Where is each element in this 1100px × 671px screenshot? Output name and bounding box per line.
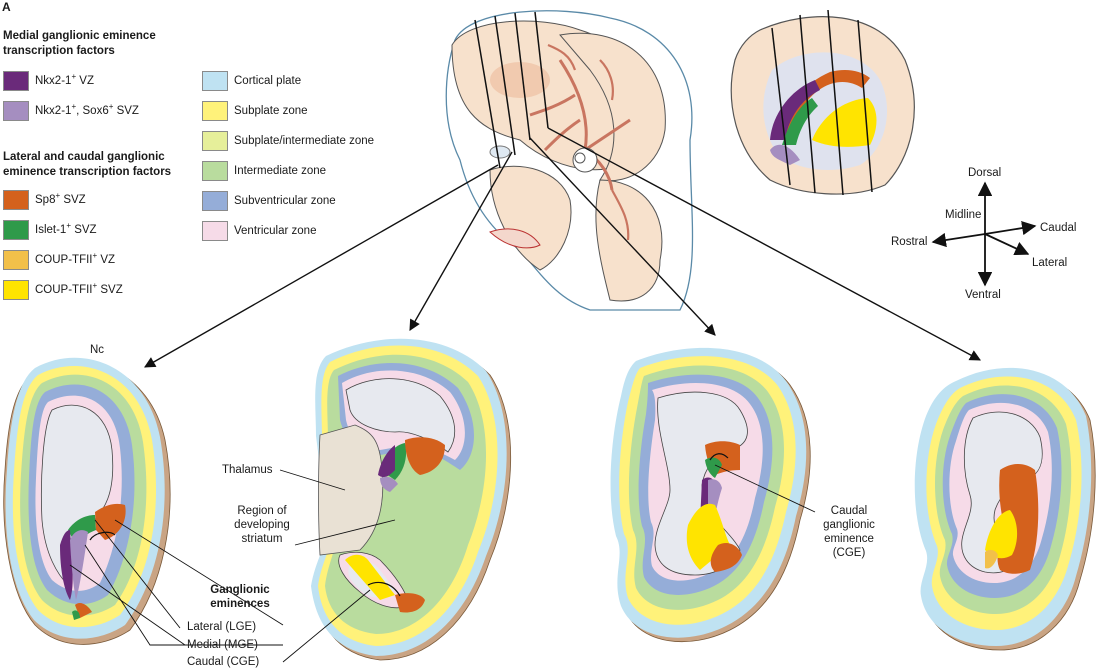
legend-label-cortical: Cortical plate [234, 75, 302, 87]
legend-swatch-subplate_int [202, 131, 228, 151]
legend-label-islet: Islet-1+ SVZ [35, 221, 97, 236]
legend-swatch-svz [202, 191, 228, 211]
lge-cge-legend-header: Lateral and caudal ganglionic eminence t… [3, 151, 172, 178]
legend-label-subplate: Subplate zone [234, 105, 308, 117]
label-thalamus: Thalamus [222, 464, 273, 476]
mge-legend-header: Medial ganglionic eminence transcription… [3, 30, 156, 57]
legend-label-vz: Ventricular zone [234, 225, 317, 237]
legend-swatch-islet [3, 220, 29, 240]
embryo-illustration [445, 10, 694, 311]
legend-swatch-cortical [202, 71, 228, 91]
legend-swatch-intermediate [202, 161, 228, 181]
compass-arrows [931, 181, 1037, 287]
compass-midline: Midline [945, 209, 982, 221]
panel-letter: A [2, 0, 11, 14]
legend-swatch-coup_vz [3, 250, 29, 270]
label-nc: Nc [90, 344, 105, 356]
label-lateral-lge: Lateral (LGE) [187, 621, 257, 633]
label-caudal-cge: Caudal (CGE) [187, 656, 260, 668]
legend-swatch-coup_svz [3, 280, 29, 300]
legend-label-sp8: Sp8+ SVZ [35, 191, 86, 206]
legend-label-intermediate: Intermediate zone [234, 165, 327, 177]
legend-swatch-sp8 [3, 190, 29, 210]
compass-dorsal: Dorsal [968, 167, 1002, 179]
leader-lines [69, 453, 816, 663]
label-cge-note: Caudal ganglionic eminence (CGE) [823, 505, 875, 559]
section-1 [3, 357, 171, 645]
label-ganglionic-eminences: Ganglionic eminences [210, 584, 270, 610]
legend-swatch-subplate [202, 101, 228, 121]
legend-label-coup_svz: COUP-TFII+ SVZ [35, 281, 123, 296]
legend-label-nkx_vz: Nkx2-1+ VZ [35, 72, 94, 87]
compass-caudal: Caudal [1040, 222, 1077, 234]
hemisphere-illustration [730, 9, 915, 196]
compass-lateral: Lateral [1032, 257, 1068, 269]
section-2 [311, 338, 512, 661]
label-region-striatum: Region of developing striatum [234, 505, 290, 545]
legend-swatch-nkx_vz [3, 71, 29, 91]
compass-ventral: Ventral [965, 289, 1001, 301]
legend-label-nkx_svz: Nkx2-1+, Sox6+ SVZ [35, 102, 139, 117]
section-3 [610, 347, 811, 643]
section-arrows [144, 127, 981, 368]
legend-swatch-nkx_svz [3, 101, 29, 121]
legend-swatch-vz [202, 221, 228, 241]
legend-label-subplate_int: Subplate/intermediate zone [234, 135, 375, 147]
legend-label-coup_vz: COUP-TFII+ VZ [35, 251, 116, 266]
legend-label-svz: Subventricular zone [234, 195, 336, 207]
compass-rostral: Rostral [891, 236, 928, 248]
label-medial-mge: Medial (MGE) [187, 639, 258, 651]
section-4 [914, 367, 1096, 651]
